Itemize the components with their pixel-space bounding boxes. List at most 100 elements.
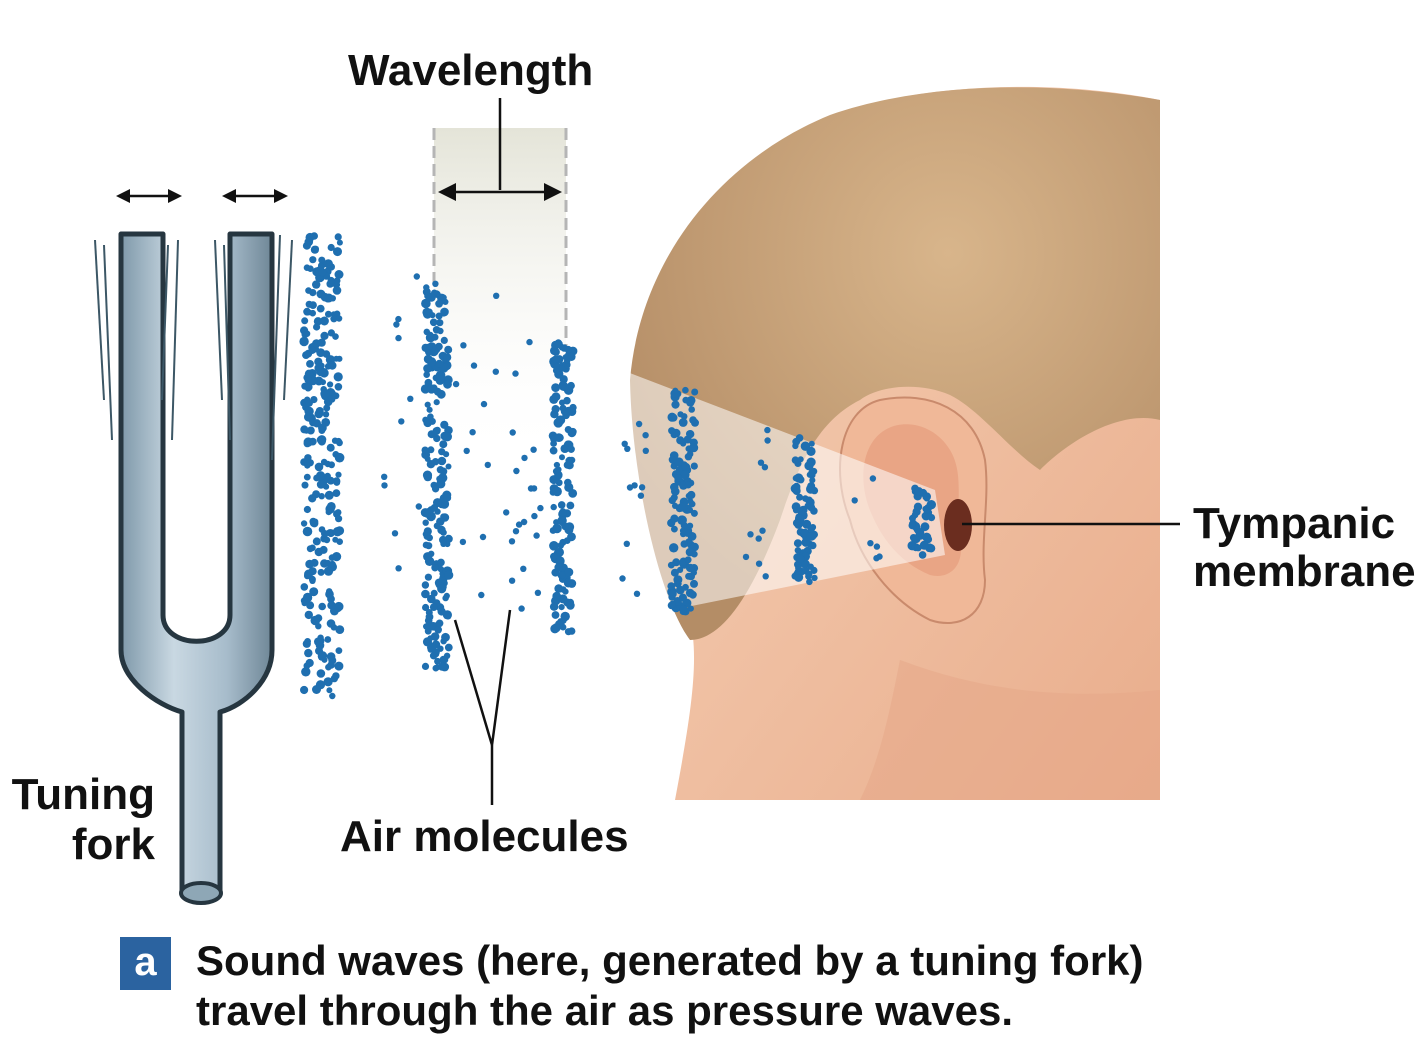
air-molecule <box>421 446 429 454</box>
air-molecule <box>424 616 433 625</box>
air-molecule <box>558 604 565 611</box>
air-molecule <box>433 522 441 530</box>
air-molecule <box>804 461 814 471</box>
air-molecule <box>327 243 335 252</box>
air-molecule <box>318 602 327 611</box>
air-molecule <box>423 364 432 373</box>
air-molecule <box>867 540 874 547</box>
air-molecule <box>300 425 309 434</box>
air-molecule <box>671 400 680 409</box>
air-molecule <box>426 357 437 367</box>
air-molecule <box>325 508 332 516</box>
air-molecule <box>301 600 308 607</box>
air-molecule <box>690 509 698 517</box>
tuning-fork <box>118 231 275 905</box>
air-molecule <box>393 321 400 328</box>
air-molecule <box>562 354 569 361</box>
air-molecule <box>332 552 342 562</box>
air-molecule <box>301 317 309 325</box>
air-molecule <box>306 360 314 368</box>
air-molecule <box>668 427 676 435</box>
air-molecule <box>319 316 329 326</box>
fork-handle-end <box>179 881 223 905</box>
air-molecule <box>677 515 687 525</box>
air-molecule <box>682 396 690 404</box>
air-molecule <box>671 487 680 496</box>
air-molecule <box>637 492 645 499</box>
air-molecule <box>440 638 447 645</box>
air-molecule <box>309 587 319 597</box>
air-molecule <box>434 657 442 665</box>
caption-line2: travel through the air as pressure waves… <box>196 987 1013 1034</box>
air-molecule <box>568 456 576 464</box>
air-molecule <box>680 470 690 480</box>
air-molecule <box>919 540 930 550</box>
air-molecule <box>316 366 326 377</box>
air-molecule <box>437 558 445 567</box>
air-molecule <box>678 501 689 512</box>
air-molecule <box>564 478 572 487</box>
air-molecule <box>432 664 440 672</box>
air-molecule <box>566 501 575 510</box>
air-molecule <box>685 563 695 573</box>
air-molecule <box>427 594 436 604</box>
air-molecule <box>332 527 343 537</box>
air-molecule <box>415 503 422 510</box>
air-molecule <box>317 651 328 661</box>
air-molecule <box>309 520 317 527</box>
air-molecule <box>330 674 338 683</box>
air-molecule <box>802 495 809 502</box>
air-molecule <box>689 416 697 424</box>
air-molecule <box>431 429 438 437</box>
air-molecule <box>440 420 449 429</box>
air-molecule <box>440 336 448 344</box>
air-molecule <box>325 589 334 599</box>
air-molecule <box>335 625 345 634</box>
air-molecule <box>430 632 440 641</box>
air-molecule <box>320 389 330 399</box>
air-molecule <box>508 577 516 584</box>
air-molecule <box>310 558 319 567</box>
air-molecule <box>443 493 452 502</box>
air-molecule <box>555 466 562 473</box>
air-molecule <box>429 312 436 319</box>
air-molecule <box>326 652 336 661</box>
air-molecule <box>682 386 689 394</box>
air-molecule <box>335 515 343 523</box>
air-molecule <box>443 379 452 389</box>
air-molecule <box>421 298 431 309</box>
air-molecule <box>667 561 675 569</box>
air-molecule <box>679 527 687 534</box>
air-molecule <box>317 436 325 445</box>
air-molecule <box>559 404 567 412</box>
air-molecule <box>318 362 325 369</box>
air-molecule <box>429 318 438 327</box>
air-molecule <box>479 533 487 541</box>
air-molecule <box>807 525 816 533</box>
air-molecule <box>559 454 565 461</box>
air-molecule <box>442 594 449 602</box>
air-molecule <box>304 383 313 391</box>
air-molecule <box>560 444 570 453</box>
air-molecule <box>423 623 430 630</box>
air-molecule <box>552 348 560 356</box>
air-molecule <box>764 426 771 434</box>
air-molecule <box>436 319 444 327</box>
air-molecule <box>333 372 343 382</box>
air-molecule <box>323 404 331 412</box>
air-molecule <box>762 573 769 580</box>
air-molecule <box>314 409 324 419</box>
air-molecule <box>304 376 313 384</box>
air-molecule <box>678 593 688 602</box>
air-molecule <box>742 553 750 561</box>
air-molecule <box>435 299 443 308</box>
air-molecule <box>521 454 528 462</box>
air-molecule <box>790 483 801 494</box>
air-molecule <box>566 601 575 610</box>
air-molecule <box>914 487 924 496</box>
tympanic-label-line1: Tympanic <box>1193 499 1396 548</box>
air-molecule <box>484 461 491 469</box>
air-molecule <box>326 687 333 694</box>
air-molecule <box>478 591 485 599</box>
wavelength-arrowhead-left <box>438 183 456 201</box>
